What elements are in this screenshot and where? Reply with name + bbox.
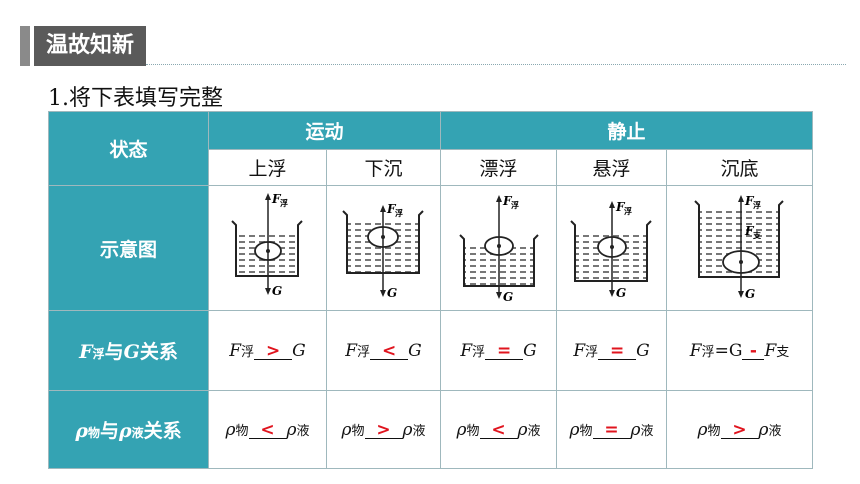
- force-label-buoyancy: F: [744, 194, 755, 208]
- buoyancy-table: 状态 运动 静止 上浮 下沉 漂浮 悬浮 沉底 示意图: [48, 111, 814, 469]
- answer-blank[interactable]: >: [364, 421, 403, 439]
- force-label-gravity: G: [745, 287, 755, 301]
- force-label-buoyancy: F: [615, 200, 626, 214]
- answer-blank[interactable]: -: [742, 342, 765, 360]
- force-row-label: F浮与G关系: [48, 310, 209, 391]
- group-header-motion: 运动: [207, 111, 442, 150]
- header-divider: [146, 64, 846, 65]
- force-label-gravity: G: [387, 286, 397, 300]
- group-header-static: 静止: [440, 111, 814, 150]
- force-label-gravity: G: [616, 286, 626, 300]
- force-label-buoyancy: F: [386, 202, 397, 216]
- answer-blank[interactable]: =: [485, 342, 524, 360]
- force-relation-rising: F浮>G: [208, 310, 327, 391]
- force-relation-suspended: F浮=G: [556, 310, 668, 391]
- force-label-sub: 浮: [624, 206, 632, 216]
- diagram-floating: F 浮 G: [440, 185, 558, 311]
- force-relation-floating: F浮=G: [440, 310, 558, 391]
- state-bottom: 沉底: [666, 149, 814, 186]
- state-floating: 漂浮: [440, 149, 558, 186]
- diagram-rising: F 浮 G: [208, 185, 327, 311]
- answer-blank[interactable]: <: [370, 342, 409, 360]
- density-relation-floating: ρ物<ρ液: [440, 390, 558, 469]
- force-label-gravity: G: [503, 290, 513, 304]
- answer-blank[interactable]: >: [254, 342, 293, 360]
- answer-blank[interactable]: <: [479, 421, 518, 439]
- density-row-label: ρ物与ρ液关系: [48, 390, 209, 469]
- force-label-sub: 浮: [511, 200, 519, 210]
- section-title: 温故知新: [34, 26, 146, 66]
- density-relation-rising: ρ物<ρ液: [208, 390, 327, 469]
- diagram-sinking: F 浮 G: [325, 185, 442, 311]
- force-label-buoyancy: F: [271, 192, 282, 206]
- density-relation-bottom: ρ物>ρ液: [666, 390, 814, 469]
- force-label-sub: 支: [752, 230, 762, 240]
- force-label-support: F: [744, 224, 755, 238]
- force-label-buoyancy: F: [502, 194, 513, 208]
- force-label-sub: 浮: [395, 208, 403, 218]
- state-rising: 上浮: [208, 149, 327, 186]
- answer-blank[interactable]: >: [720, 421, 759, 439]
- answer-blank[interactable]: =: [592, 421, 631, 439]
- force-relation-bottom: F浮=G-F支: [666, 310, 814, 391]
- state-suspended: 悬浮: [556, 149, 668, 186]
- diagram-bottom: F 浮 F 支 G: [666, 185, 814, 311]
- instruction-text: 1.将下表填写完整: [48, 86, 223, 111]
- diagram-row-label: 示意图: [48, 185, 209, 311]
- state-sinking: 下沉: [325, 149, 442, 186]
- force-relation-sinking: F浮<G: [325, 310, 442, 391]
- header-accent-bar: [20, 26, 30, 66]
- diagram-suspended: F 浮 G: [556, 185, 668, 311]
- density-relation-suspended: ρ物=ρ液: [556, 390, 668, 469]
- density-relation-sinking: ρ物>ρ液: [325, 390, 442, 469]
- force-label-sub: 浮: [753, 200, 761, 210]
- answer-blank[interactable]: =: [598, 342, 637, 360]
- answer-blank[interactable]: <: [248, 421, 287, 439]
- force-label-gravity: G: [272, 284, 282, 298]
- state-header: 状态: [48, 111, 209, 186]
- force-label-sub: 浮: [280, 198, 288, 208]
